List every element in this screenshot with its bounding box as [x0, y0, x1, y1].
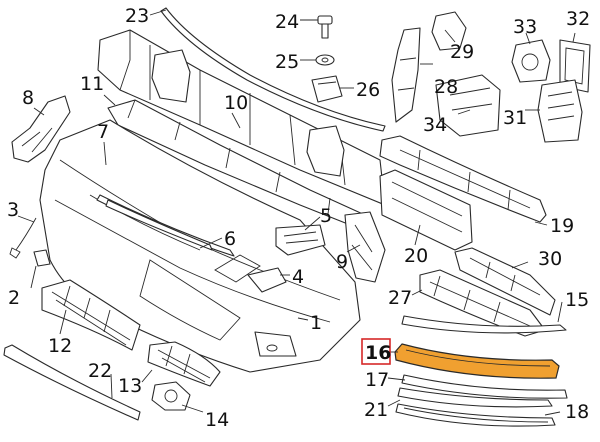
part-16-highlighted-molding[interactable] [394, 343, 560, 379]
callout-5[interactable]: 5 [320, 205, 332, 227]
part-28-sensor-bracket[interactable] [391, 27, 421, 123]
part-13-fog-lamp-grille[interactable] [147, 341, 221, 387]
callout-13[interactable]: 13 [118, 375, 142, 397]
callout-labels: 23 24 25 26 10 11 7 8 3 2 12 22 13 14 6 … [7, 5, 590, 431]
part-9-side-support[interactable] [344, 211, 386, 283]
callout-18[interactable]: 18 [565, 401, 589, 423]
part-31-radar-module[interactable] [537, 79, 583, 143]
callout-7[interactable]: 7 [97, 121, 109, 143]
leader-lines [17, 9, 576, 416]
callout-24[interactable]: 24 [275, 11, 299, 33]
callout-4[interactable]: 4 [292, 266, 304, 288]
part-25-washer[interactable] [315, 54, 335, 66]
callout-25[interactable]: 25 [275, 51, 299, 73]
part-24-bolt[interactable] [317, 15, 333, 39]
part-23-upper-molding[interactable] [160, 7, 386, 132]
callout-31[interactable]: 31 [503, 107, 527, 129]
callout-26[interactable]: 26 [356, 79, 380, 101]
callout-19[interactable]: 19 [550, 215, 574, 237]
callout-14[interactable]: 14 [205, 409, 229, 431]
part-17-lower-molding[interactable] [401, 374, 568, 399]
part-14-fog-lamp-cover[interactable] [151, 381, 191, 411]
callout-30[interactable]: 30 [538, 248, 562, 270]
part-8-side-bracket[interactable] [11, 95, 71, 163]
part-15-lower-trim[interactable] [401, 315, 567, 334]
part-18-bottom-trim[interactable] [395, 403, 556, 427]
callout-28[interactable]: 28 [434, 76, 458, 98]
callout-12[interactable]: 12 [48, 335, 72, 357]
callout-10[interactable]: 10 [224, 92, 248, 114]
part-30-lower-bracket[interactable] [454, 247, 556, 316]
part-22-lower-molding[interactable] [3, 344, 141, 421]
callout-21[interactable]: 21 [364, 399, 388, 421]
callout-9[interactable]: 9 [336, 251, 348, 273]
callout-23[interactable]: 23 [125, 5, 149, 27]
callout-15[interactable]: 15 [565, 289, 589, 311]
part-12-lower-grille[interactable] [41, 279, 141, 351]
part-32-sensor-plate[interactable] [559, 39, 591, 93]
callout-1[interactable]: 1 [310, 312, 322, 334]
callout-29[interactable]: 29 [450, 41, 474, 63]
callout-2[interactable]: 2 [8, 287, 20, 309]
highlight-box-16 [361, 338, 391, 365]
callout-32[interactable]: 32 [566, 8, 590, 30]
part-21-base-molding[interactable] [397, 387, 553, 408]
part-2-bracket-tab[interactable] [33, 249, 51, 267]
callout-16[interactable]: 16 [365, 342, 391, 364]
part-34-radar-mount[interactable] [435, 74, 501, 137]
part-26-clip-nut[interactable] [311, 75, 343, 103]
part-5-mounting-bracket[interactable] [275, 224, 326, 256]
callout-27[interactable]: 27 [388, 287, 412, 309]
callout-33[interactable]: 33 [513, 16, 537, 38]
part-20-license-plate-bracket[interactable] [379, 169, 473, 251]
part-4-tow-hook-cover[interactable] [247, 267, 287, 293]
callout-34[interactable]: 34 [423, 114, 447, 136]
callout-11[interactable]: 11 [80, 73, 104, 95]
callout-17[interactable]: 17 [365, 369, 389, 391]
part-16-shape[interactable] [394, 343, 560, 379]
part-33-sensor[interactable] [511, 39, 551, 83]
part-19-upper-grille-support[interactable] [379, 135, 547, 223]
part-3-wiring-clip[interactable] [9, 217, 37, 259]
part-29-bracket[interactable] [431, 11, 467, 51]
callout-6[interactable]: 6 [224, 228, 236, 250]
callout-8[interactable]: 8 [22, 87, 34, 109]
callout-20[interactable]: 20 [404, 245, 428, 267]
callout-3[interactable]: 3 [7, 199, 19, 221]
callout-22[interactable]: 22 [88, 360, 112, 382]
part-6-side-molding[interactable] [105, 199, 213, 251]
part-10-reinforcement-bar[interactable] [97, 29, 386, 206]
